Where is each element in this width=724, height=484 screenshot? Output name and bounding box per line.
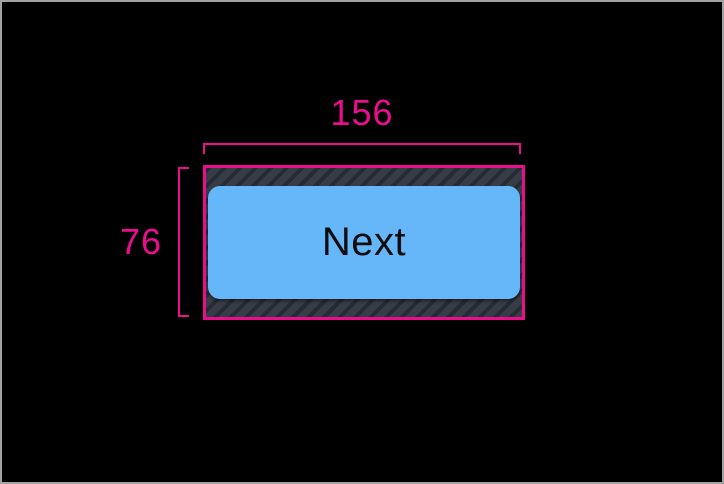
next-button[interactable]: Next [208,186,520,299]
height-dimension-bracket [178,167,189,317]
selected-widget-outline-padding-hatch: Next [203,165,525,320]
height-dimension-label: 76 [119,221,162,262]
width-dimension-label: 156 [330,92,394,133]
width-dimension-bracket [203,143,521,154]
next-button-label: Next [321,220,407,264]
